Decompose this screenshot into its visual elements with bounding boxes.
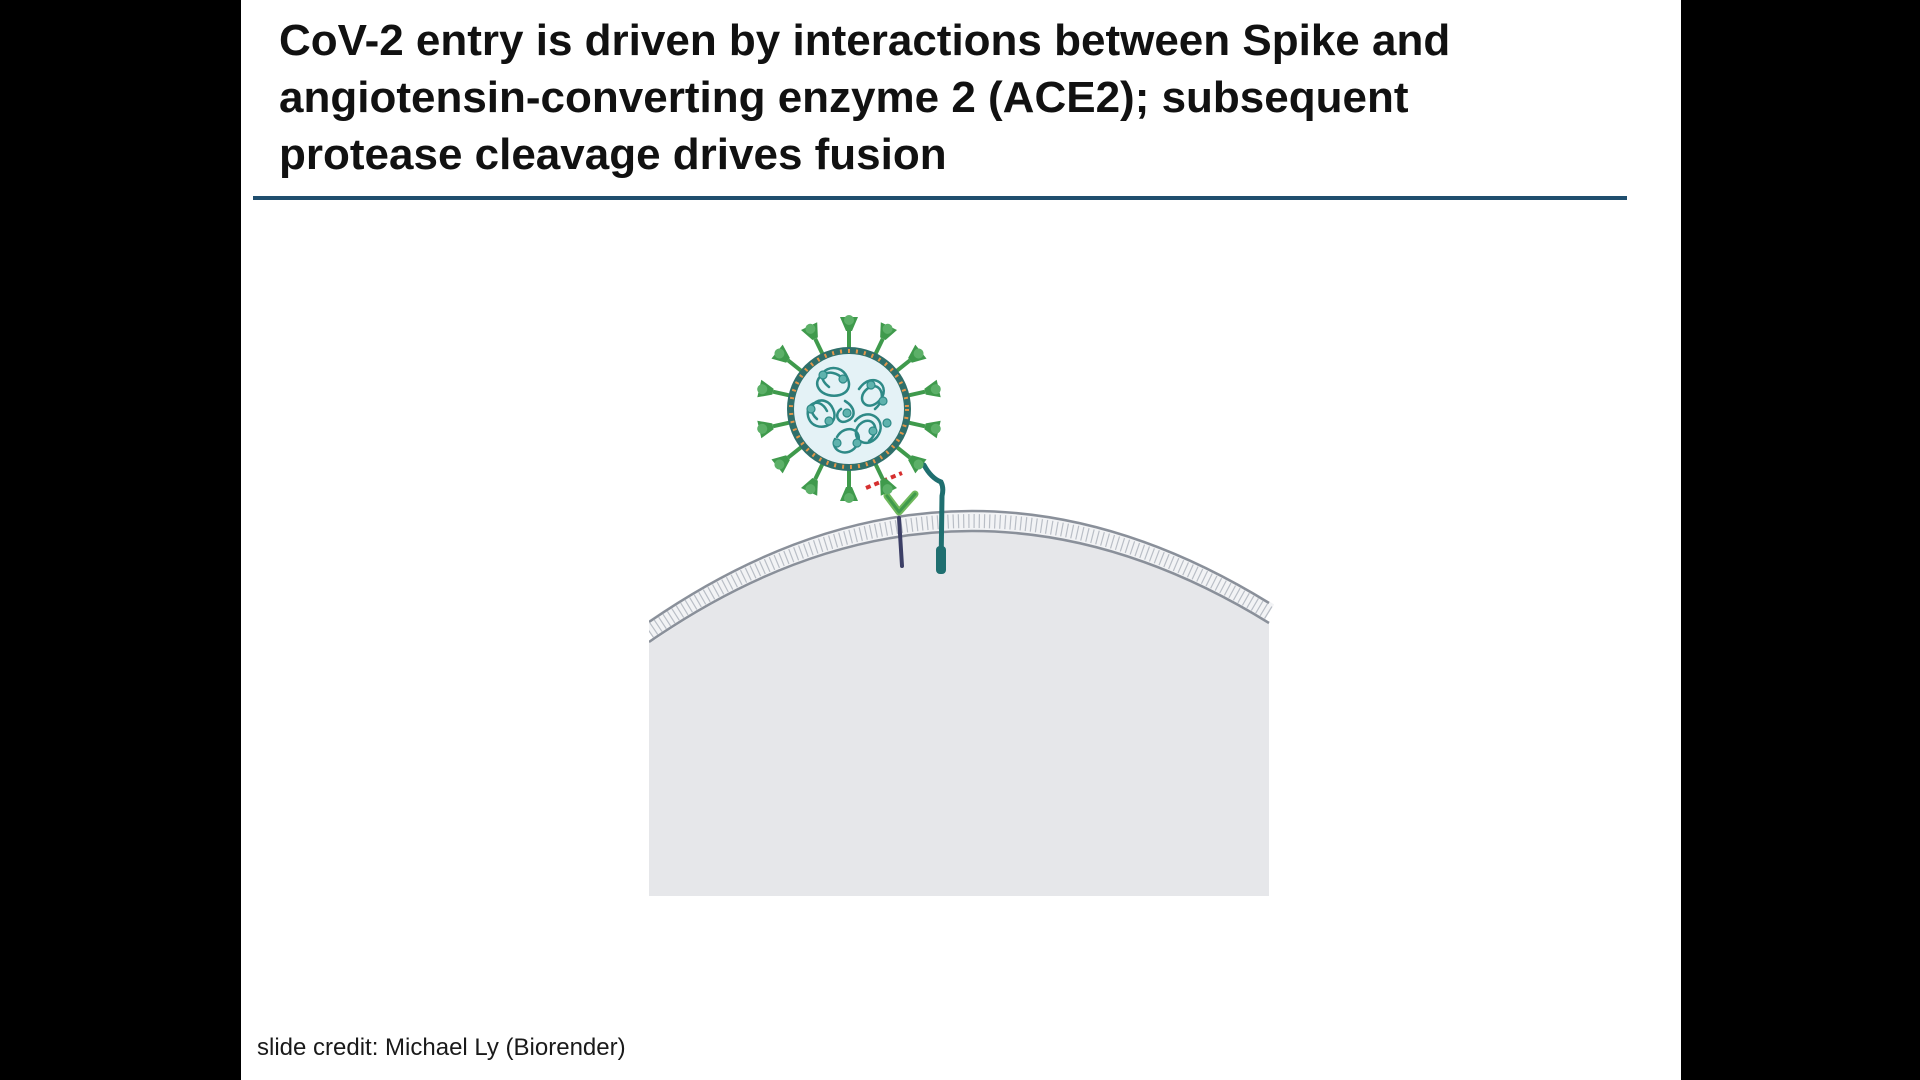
spike-protein-icon <box>840 315 858 351</box>
slide-credit: slide credit: Michael Ly (Biorender) <box>257 1034 626 1061</box>
slide-title: CoV-2 entry is driven by interactions be… <box>279 12 1619 183</box>
host-cell <box>649 509 1275 896</box>
viral-rna-icon <box>806 366 885 454</box>
nucleocapsid-icon <box>806 370 892 448</box>
virus-entry-diagram <box>649 315 1275 896</box>
protease-icon <box>921 462 946 574</box>
title-underline <box>253 196 1627 200</box>
spike-protein-icon <box>771 443 805 474</box>
title-line-3: protease cleavage drives fusion <box>279 130 947 179</box>
spike-protein-icon <box>905 379 941 399</box>
spike-protein-icon <box>905 419 941 439</box>
host-cell-membrane <box>649 509 1275 644</box>
host-cell-body <box>649 531 1269 896</box>
title-line-1: CoV-2 entry is driven by interactions be… <box>279 16 1451 65</box>
spike-protein-icon <box>800 322 826 358</box>
title-line-2: angiotensin-converting enzyme 2 (ACE2); … <box>279 73 1409 122</box>
spike-protein-icon <box>840 467 858 503</box>
ace2-receptor-icon <box>883 490 919 568</box>
virion-icon <box>757 315 941 503</box>
slide: CoV-2 entry is driven by interactions be… <box>241 0 1681 1080</box>
